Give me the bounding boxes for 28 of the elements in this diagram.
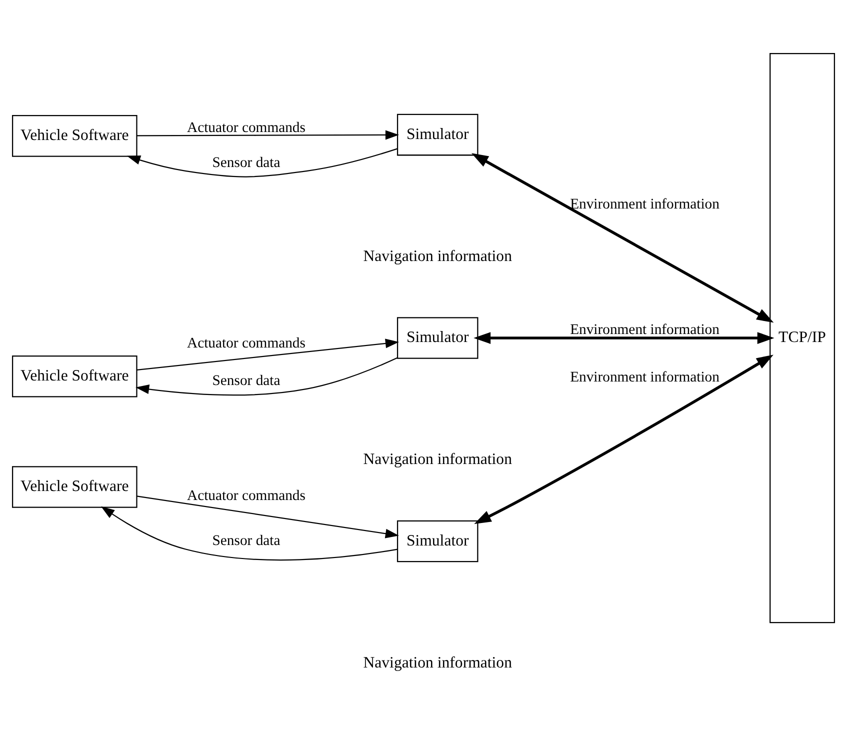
node-box: TCP/IP — [770, 52, 836, 624]
arrow — [126, 148, 398, 178]
arrow — [471, 153, 774, 323]
arrow — [136, 357, 398, 396]
edge-label: Actuator commands — [187, 488, 306, 504]
edge-label: Actuator commands — [187, 120, 306, 136]
arrow — [474, 332, 774, 344]
node-box: Simulator — [396, 114, 478, 156]
arrow — [136, 130, 400, 140]
label: Navigation information — [363, 654, 512, 672]
edge-label: Environment information — [570, 369, 720, 386]
node-box: Simulator — [396, 520, 478, 562]
edge-label: Sensor data — [212, 533, 280, 550]
arrow — [474, 354, 774, 524]
node-box: Simulator — [396, 317, 478, 359]
edge-label: Environment information — [570, 322, 720, 338]
edge-label: Environment information — [570, 196, 720, 213]
node-box: Vehicle Software — [12, 356, 138, 398]
node-box: Vehicle Software — [12, 115, 138, 157]
edge-label: Sensor data — [212, 372, 280, 389]
edge-label: Sensor data — [212, 154, 280, 171]
node-box: Vehicle Software — [12, 466, 138, 508]
label: Navigation information — [363, 451, 512, 468]
edge-label: Actuator commands — [187, 336, 306, 352]
arrow — [136, 338, 399, 370]
arrow — [136, 496, 399, 538]
arrow — [101, 506, 398, 561]
label: Navigation information — [363, 248, 512, 265]
